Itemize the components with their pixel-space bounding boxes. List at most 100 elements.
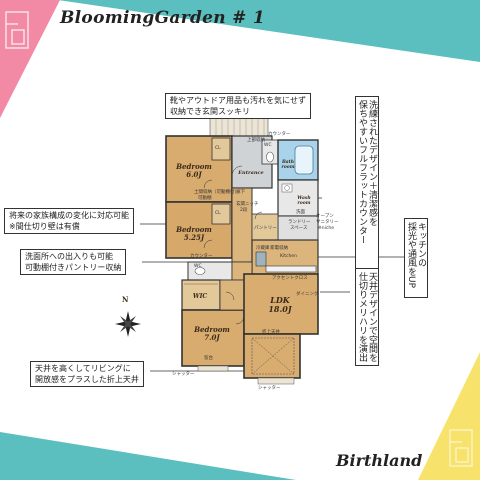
sanitary-label: サニタリー [316,220,339,225]
refrigerator-label: 冷蔵庫 [256,246,270,251]
hall-label: 廊下 [236,190,245,195]
closet2-label: CL [215,211,221,216]
callout-counter: 洗練されたデザイン＋清潔感を 保ちやすいフルフラットカウンター [355,96,379,270]
callout-line: キッチンの [416,222,426,267]
room-name: Bedroom [194,325,230,334]
washing-machine-icon [281,183,293,193]
wc-lower-label: WC [194,264,202,269]
bedroom3-label: Bedroom 7.0J [190,326,234,342]
callout-line: 将来の家族構成の変化に対応可能 [9,211,129,220]
room-size: 7.0J [204,333,220,342]
flyer-title: BloomingGarden # 1 [60,8,266,28]
room-size: 6.0J [186,170,202,179]
refrigerator-icon [255,251,267,267]
callout-line: 採光や通風をUP [406,222,416,289]
wic-floor [181,279,221,311]
open-label: オープン [316,214,334,219]
storage-top-label: 上部収納 [247,138,265,143]
bedroom-step [197,365,229,372]
sanitary-note: ※niche [318,226,334,231]
laundry-label: ランドリー [288,220,311,225]
compass-letter: N [122,295,129,304]
dining-label: ダイニング [296,292,319,297]
living-floor [243,333,301,379]
outdoor-step [257,377,295,385]
callout-line: ※間仕切り壁は有償 [9,222,80,231]
room-name: Bedroom [176,162,212,171]
wic-label: WIC [192,293,208,300]
room-size: 5.25J [183,233,205,242]
callout-line: 洗練されたデザイン＋清潔感を [367,100,377,226]
callout-pantry: 洗面所への出入りも可能 可動棚付きパントリー収納 [20,249,127,275]
teal-bottom-band [0,432,296,480]
teal-top-band [58,0,480,62]
washer-drum-icon [284,185,290,191]
open-sanitary-floor [277,215,319,241]
closet1-label: CL [215,146,221,151]
wash-label: Wash room [294,196,314,206]
kitchen-counter-icon [265,265,317,273]
entrance-label: Entrance [238,170,264,176]
callout-line: 靴やアウトドア用品も汚れを気にせず [170,96,306,105]
pantry-floor [251,213,279,241]
compass-rose [115,311,141,337]
room-sub: room [281,165,295,170]
ceiling-diagonal-b [251,337,295,375]
room-name: Bath [281,160,295,165]
bedroom3-floor [181,309,245,367]
callout-kitchen-light: キッチンの 採光や通風をUP [404,218,428,298]
entrance-niche-sub: 2段 [240,208,248,213]
shutter1-label: シャッター [172,372,195,377]
bedroom2-label: Bedroom 5.25J [172,226,216,242]
wc-top-label: WC [264,143,272,148]
kitchen-label: Kitchen [280,254,297,259]
callout-line: 保ちやすいフルフラットカウンター [357,100,367,244]
coffered-ceiling-outline [251,337,295,375]
callout-ceiling: 天井を高くしてリビングに 開放感をプラスした折上天井 [30,361,144,387]
yellow-corner-shape [418,352,480,480]
accent-label: アクセントクロス [272,276,308,281]
callout-partition: 将来の家族構成の変化に対応可能 ※間仕切り壁は有償 [4,208,134,234]
ceiling-label: 折上天井 [262,330,280,335]
bedroom1-label: Bedroom 6.0J [172,163,216,179]
room-sub: room [297,201,311,206]
callout-line: 洗面所への出入りも可能 [25,252,113,261]
brand-name: Birthland [336,451,423,470]
callout-line: 仕切りメリハリを演出 [357,272,367,362]
door-swings [203,165,263,325]
callout-line: 天井デザインで空間を [367,272,377,362]
deck-planks [215,118,265,136]
ldk-floor [243,273,319,335]
callout-entrance-storage: 靴やアウトドア用品も汚れを気にせず 収納でき玄関スッキリ [165,93,311,119]
logo-mark-bottom [449,429,473,467]
shutter2-label: シャッター [258,386,281,391]
room-name: Wash [297,196,311,201]
counter-top-label: カウンター [268,132,291,137]
shoe-shelf-label: 可動棚 [198,196,212,201]
logo-mark-top [5,11,29,49]
pantry-label: パントリー [254,226,277,231]
counter-mid-label: カウンター [190,254,213,259]
bathtub-icon [294,145,314,175]
fridge-space-label: 家電収納 [270,246,288,251]
callout-line: 天井を高くしてリビングに [35,364,131,373]
laundry-sub: スペース [290,226,308,231]
room-name: LDK [270,295,290,305]
wood-deck [209,117,269,137]
callout-line: 開放感をプラスした折上天井 [35,375,139,384]
hallway-floor [231,187,253,263]
room-name: Bedroom [176,225,212,234]
callout-line: 収納でき玄関スッキリ [170,107,250,116]
pink-corner-shape [0,0,60,118]
callout-line: 可動棚付きパントリー収納 [25,263,122,272]
shoe-storage-label: 土間収納（可動棚付） [194,190,239,195]
wash-counter-label: 洗面 [296,210,305,215]
bath-label: Bath room [280,160,296,170]
window-label: 窓台 [204,356,213,361]
callout-ceiling-design: 天井デザインで空間を 仕切りメリハリを演出 [355,268,379,366]
ldk-label: LDK 18.0J [258,296,302,314]
room-size: 18.0J [268,304,292,314]
closet2-floor [211,203,231,225]
